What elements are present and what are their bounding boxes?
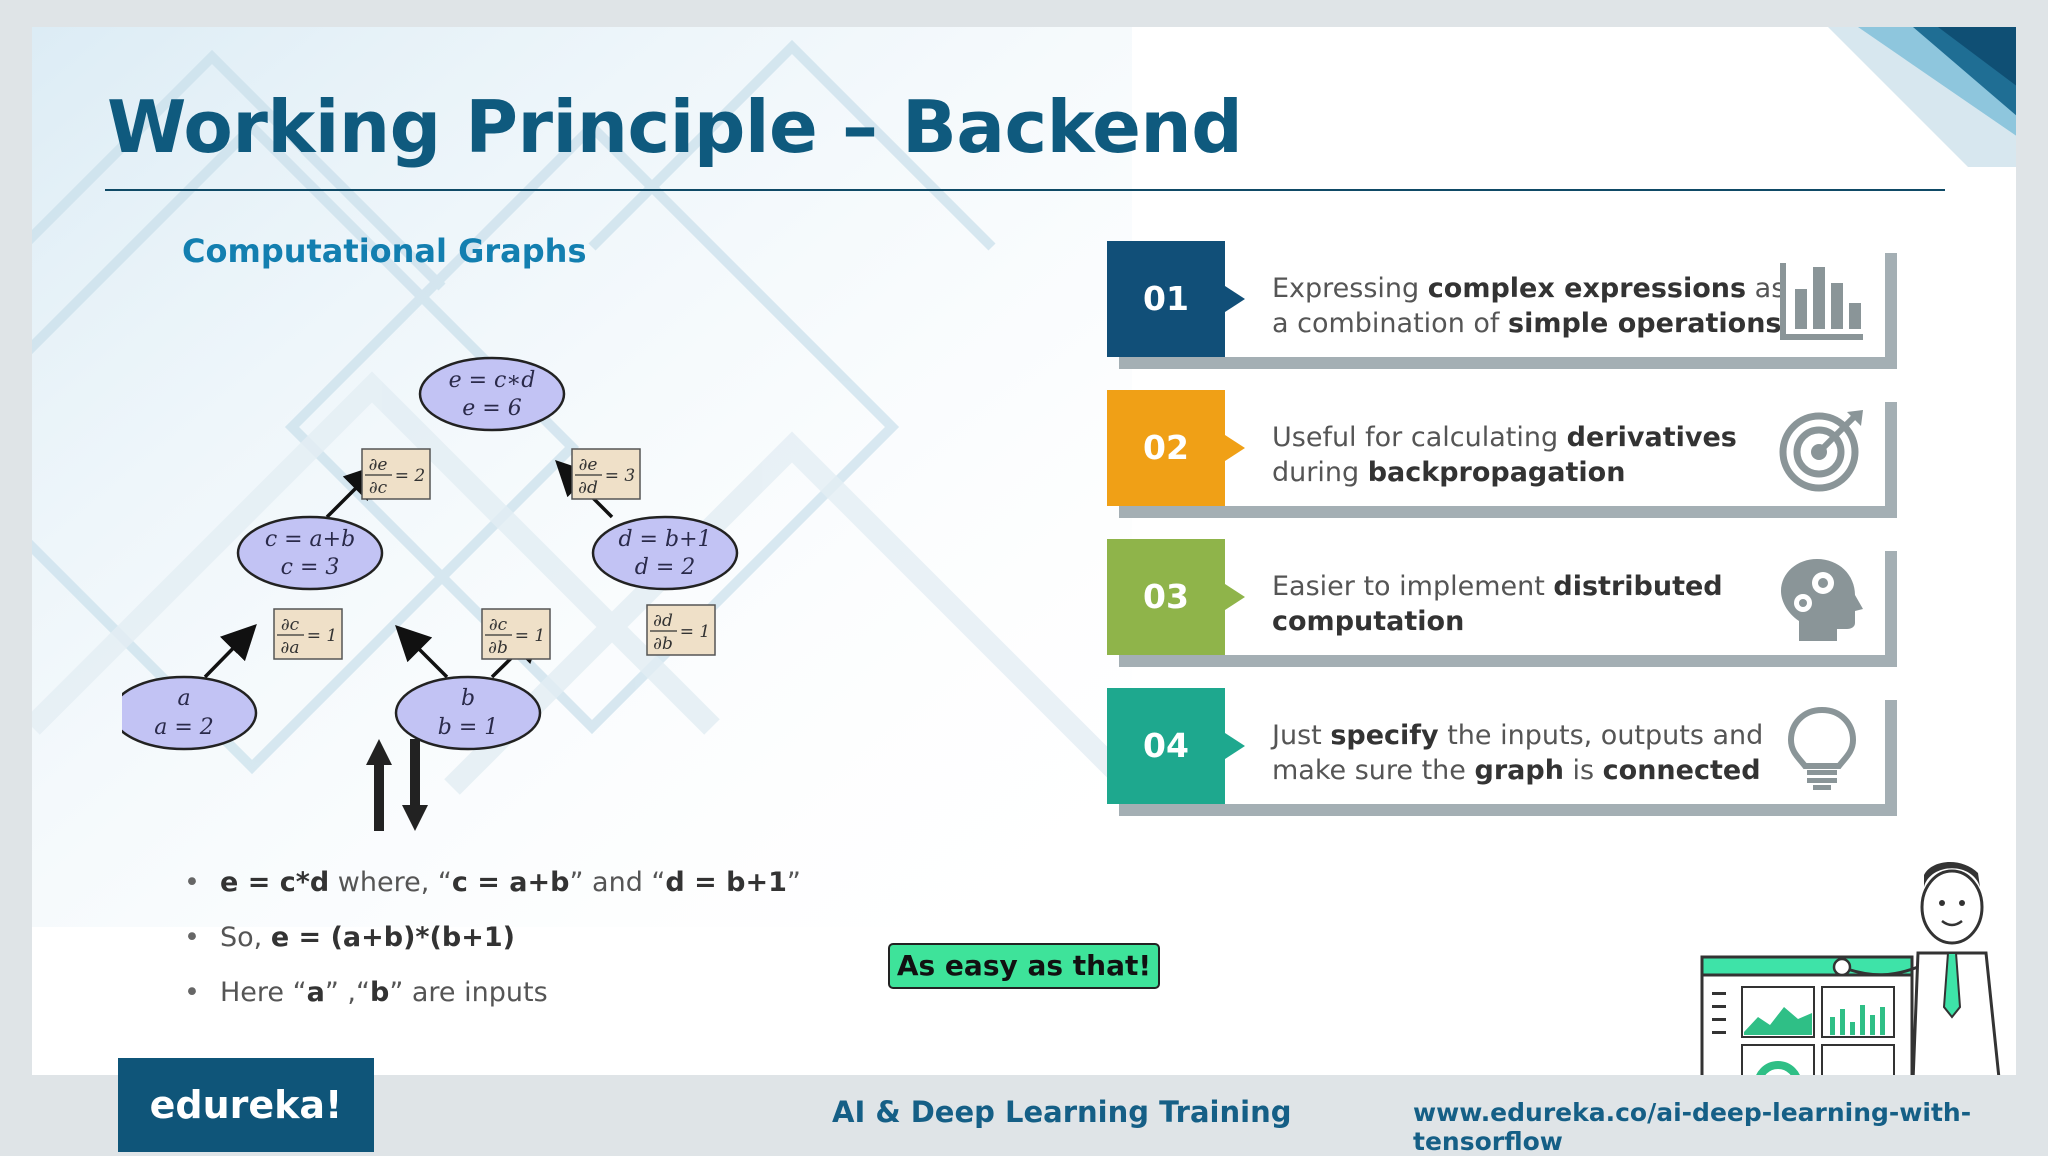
lightbulb-icon <box>1787 706 1857 790</box>
svg-text:∂b: ∂b <box>653 634 673 654</box>
svg-text:∂c: ∂c <box>489 615 508 635</box>
svg-text:∂b: ∂b <box>488 638 508 658</box>
card-text: Expressing complex expressions as a comb… <box>1272 273 1786 339</box>
node-a: a a = 2 <box>122 675 258 751</box>
bar-chart-icon <box>1780 263 1863 340</box>
slide: Working Principle – Backend Computationa… <box>32 27 2016 1075</box>
node-e: e = c∗d e = 6 <box>418 356 566 432</box>
card-number: 03 <box>1107 539 1225 655</box>
svg-text:= 1: = 1 <box>515 626 545 646</box>
svg-text:= 2: = 2 <box>395 466 425 486</box>
computational-graph: e = c∗d e = 6 c = a+b c = 3 d = b+1 d = … <box>122 356 739 751</box>
easy-badge: As easy as that! <box>888 943 1160 989</box>
edge-label-dd-db: ∂d ∂b = 1 <box>646 604 716 656</box>
card-number: 01 <box>1107 241 1225 357</box>
svg-text:∂d: ∂d <box>653 611 673 631</box>
card-text: Useful for calculating derivatives durin… <box>1272 422 1737 488</box>
bullet-list: e = c*d where, “c = a+b” and “d = b+1” S… <box>182 867 801 1032</box>
card-text: Just specify the inputs, outputs and mak… <box>1272 720 1764 786</box>
svg-text:∂d: ∂d <box>578 478 598 498</box>
svg-text:∂c: ∂c <box>369 478 388 498</box>
title-divider <box>105 189 1945 191</box>
svg-text:d = 2: d = 2 <box>635 555 696 580</box>
card-number: 02 <box>1107 390 1225 506</box>
svg-text:b = 1: b = 1 <box>438 715 499 740</box>
edge-a-c <box>203 623 257 679</box>
head-gears-icon <box>1781 559 1863 641</box>
bullet-item: e = c*d where, “c = a+b” and “d = b+1” <box>182 867 801 899</box>
corner-decoration <box>1828 27 2016 167</box>
svg-text:∂e: ∂e <box>369 455 388 475</box>
node-c: c = a+b c = 3 <box>236 515 384 591</box>
feature-card-04: 04 Just specify the inputs, outputs and … <box>1107 688 1897 816</box>
target-icon <box>1779 410 1863 492</box>
svg-text:∂c: ∂c <box>281 615 300 635</box>
svg-text:b: b <box>461 686 475 711</box>
svg-text:∂e: ∂e <box>579 455 598 475</box>
svg-text:e = c∗d: e = c∗d <box>449 368 536 393</box>
svg-text:e = 6: e = 6 <box>462 396 521 421</box>
svg-text:a = 2: a = 2 <box>154 715 214 740</box>
feature-card-03: 03 Easier to implement distributed compu… <box>1107 539 1897 667</box>
edge-b-c <box>395 625 449 679</box>
svg-text:= 1: = 1 <box>307 626 337 646</box>
feature-card-02: 02 Useful for calculating derivatives du… <box>1107 390 1897 518</box>
feature-card-01: 01 Expressing complex expressions as a c… <box>1107 241 1897 369</box>
edureka-logo: edureka! <box>118 1058 374 1152</box>
svg-text:d = b+1: d = b+1 <box>618 527 711 552</box>
svg-text:∂a: ∂a <box>281 638 300 658</box>
node-b: b b = 1 <box>394 675 542 751</box>
svg-text:a: a <box>177 686 190 711</box>
up-down-arrows-icon <box>366 739 428 831</box>
bullet-item: So, e = (a+b)*(b+1) <box>182 922 801 954</box>
edge-label-dc-da: ∂c ∂a = 1 <box>273 608 343 660</box>
edge-label-dc-db: ∂c ∂b = 1 <box>481 608 551 660</box>
svg-text:c = 3: c = 3 <box>281 555 340 580</box>
card-text: Easier to implement distributed computat… <box>1272 571 1723 637</box>
edge-label-de-dc: ∂e ∂c = 2 <box>361 448 431 500</box>
presenter-illustration <box>1700 861 2001 1075</box>
footer-url: www.edureka.co/ai-deep-learning-with-ten… <box>1413 1098 1972 1156</box>
section-subtitle: Computational Graphs <box>182 232 587 270</box>
svg-text:= 1: = 1 <box>680 622 710 642</box>
edge-label-de-dd: ∂e ∂d = 3 <box>571 448 641 500</box>
card-number: 04 <box>1107 688 1225 804</box>
node-d: d = b+1 d = 2 <box>591 515 739 591</box>
footer-course-title: AI & Deep Learning Training <box>832 1095 1292 1129</box>
bullet-item: Here “a” ,“b” are inputs <box>182 977 801 1009</box>
page-title: Working Principle – Backend <box>107 85 1243 169</box>
svg-text:c = a+b: c = a+b <box>265 527 355 552</box>
svg-text:= 3: = 3 <box>605 466 635 486</box>
